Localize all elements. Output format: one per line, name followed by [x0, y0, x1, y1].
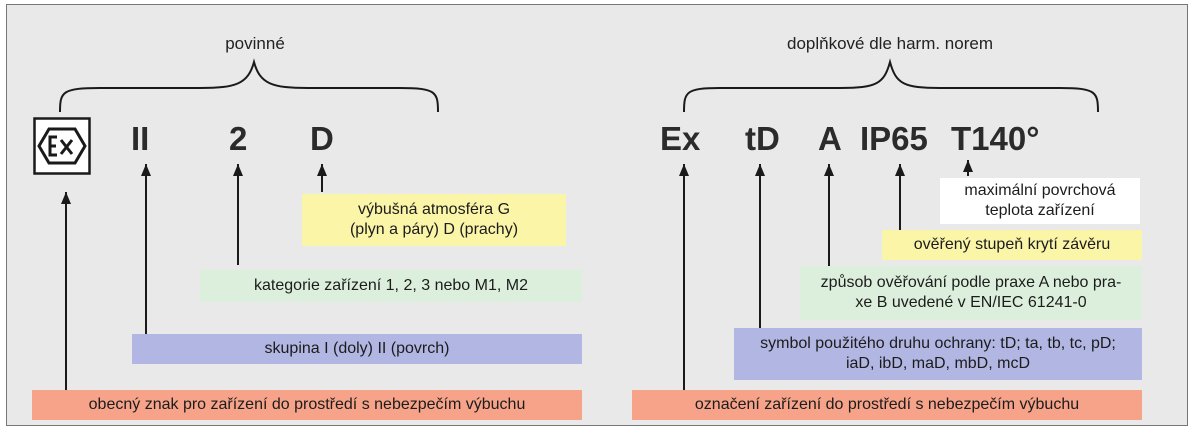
symbol-ex: Ex: [660, 120, 701, 157]
right-brace: [683, 58, 1099, 113]
desc-max-temp-text: maximální povrchová teplota zařízení: [964, 182, 1116, 219]
desc-category-text: kategorie zařízení 1, 2, 3 nebo M1, M2: [254, 277, 528, 294]
symbol-group: II: [131, 120, 150, 157]
left-brace: [59, 58, 439, 113]
desc-atmosphere: výbušná atmosféra G (plyn a páry) D (pra…: [302, 194, 566, 246]
desc-practice: způsob ověřování podle praxe A nebo pra-…: [800, 266, 1142, 320]
symbol-practice: A: [818, 120, 842, 157]
desc-protection: symbol použitého druhu ochrany: tD; ta, …: [734, 328, 1142, 380]
desc-ip-text: ověřený stupeň krytí závěru: [913, 236, 1111, 253]
symbol-category: 2: [229, 120, 248, 157]
desc-ip: ověřený stupeň krytí závěru: [882, 230, 1142, 260]
desc-general-text: obecný znak pro zařízení do prostředí s …: [88, 396, 526, 413]
desc-atmosphere-text: výbušná atmosféra G (plyn a páry) D (pra…: [349, 201, 519, 238]
desc-marking-text: označení zařízení do prostředí s nebezpe…: [694, 396, 1080, 413]
desc-marking: označení zařízení do prostředí s nebezpe…: [632, 390, 1142, 420]
symbol-atmosphere: D: [310, 120, 334, 157]
desc-category: kategorie zařízení 1, 2, 3 nebo M1, M2: [200, 270, 582, 302]
desc-group: skupina I (doly) II (povrch): [132, 334, 582, 364]
symbol-protection: tD: [745, 120, 780, 157]
desc-practice-text: způsob ověřování podle praxe A nebo pra-…: [820, 274, 1122, 311]
mandatory-label: povinné: [225, 34, 285, 53]
desc-group-text: skupina I (doly) II (povrch): [264, 340, 450, 357]
additional-label: doplňkové dle harm. norem: [786, 34, 993, 53]
symbol-ip: IP65: [860, 120, 928, 157]
desc-protection-text: symbol použitého druhu ochrany: tD; ta, …: [760, 335, 1116, 372]
desc-max-temp: maximální povrchová teplota zařízení: [940, 178, 1140, 224]
ex-hexagon-icon: [33, 117, 91, 175]
symbol-temperature: T140°: [951, 120, 1040, 157]
desc-general: obecný znak pro zařízení do prostředí s …: [32, 390, 582, 420]
